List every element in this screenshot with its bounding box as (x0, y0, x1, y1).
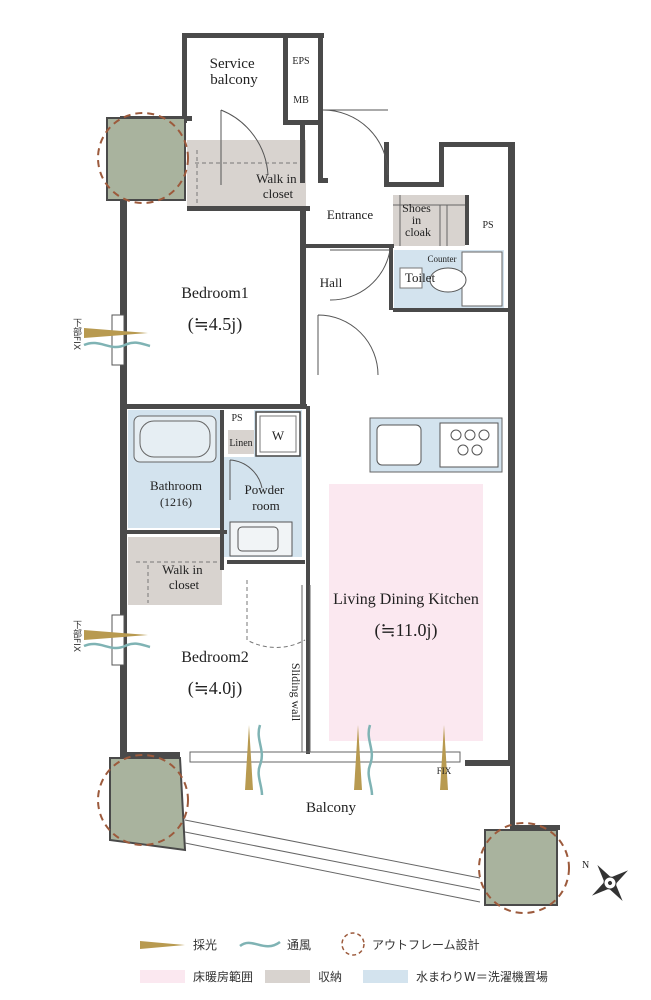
walk-in-closet-2-area (128, 537, 222, 605)
light-icon-bottom-3 (440, 725, 448, 790)
light-icon-left-2 (84, 630, 148, 640)
ldk-size: (≒11.0j) (375, 620, 438, 641)
sliding-wall-label: Sliding wall (289, 663, 303, 722)
legend-storage-label: 収納 (318, 970, 342, 984)
bedroom2-label: Bedroom2 (181, 649, 249, 666)
outframe-circle-1 (97, 112, 189, 204)
legend-water-label: 水まわりW＝洗濯機置場 (416, 969, 548, 984)
linen-area (228, 430, 254, 454)
bedroom1-label: Bedroom1 (181, 285, 249, 302)
column-bottom-left (109, 757, 187, 852)
legend-light-icon (140, 941, 185, 949)
legend-wind-icon (239, 940, 281, 948)
north-compass-icon (591, 864, 629, 902)
legend-wind-label: 通風 (287, 938, 311, 952)
ldk-label: Living Dining Kitchen (333, 591, 479, 608)
side-fix-label-2: 下部FIX (71, 620, 82, 652)
counter-label: Counter (428, 254, 457, 264)
washer-label: W (272, 428, 285, 443)
legend-light-label: 採光 (193, 938, 217, 952)
legend-storage-swatch (265, 970, 310, 983)
bedroom1-size: (≒4.5j) (188, 314, 243, 335)
shoes-in-cloak-area (393, 195, 465, 246)
light-icon-left-1 (84, 328, 148, 338)
walk-in-closet-1-area (187, 140, 306, 206)
light-icon-bottom-1 (245, 725, 253, 790)
toilet-label: Toilet (405, 270, 436, 285)
linen-label: Linen (229, 438, 252, 449)
light-icon-bottom-2 (354, 725, 362, 790)
bedroom2-size: (≒4.0j) (188, 678, 243, 699)
legend-water-swatch (363, 970, 408, 983)
bathroom-label: Bathroom (150, 478, 202, 493)
wind-icon-left-1 (83, 341, 151, 349)
entrance-label: Entrance (327, 207, 373, 222)
walk-in-closet-1-label: Walk in closet (256, 171, 300, 201)
wind-icon-bottom-2 (367, 724, 374, 796)
fix-label: FIX (437, 766, 452, 776)
wind-icon-left-2 (83, 642, 151, 650)
svg-text:N: N (582, 860, 589, 871)
column-bottom-right (484, 829, 558, 906)
outframe-circle-3 (478, 822, 570, 914)
service-balcony-label: Service balcony (210, 56, 259, 88)
walk-in-closet-2-label: Walk in closet (162, 562, 206, 592)
shoes-in-cloak-label: Shoes in cloak (402, 201, 434, 239)
toilet-bowl (429, 267, 467, 293)
powder-room-label: Powder room (245, 482, 288, 513)
legend-outframe-icon (341, 932, 365, 956)
mb-label: MB (293, 95, 309, 106)
outframe-circle-2 (97, 754, 189, 846)
legend-outframe-label: アウトフレーム設計 (372, 937, 480, 952)
ps-top-label: PS (482, 220, 493, 231)
legend-floor-heating-label: 床暖房範囲 (193, 969, 253, 984)
wind-icon-bottom-1 (257, 724, 264, 796)
eps-label: EPS (292, 56, 309, 67)
ps-mid-label: PS (231, 413, 242, 424)
stove-burners (450, 429, 490, 456)
floor-heating-area (329, 484, 483, 741)
bathroom-size: (1216) (160, 495, 192, 509)
column-top-left (106, 117, 186, 201)
balcony-label: Balcony (306, 800, 356, 816)
hall-label: Hall (320, 275, 343, 290)
legend: 採光 通風 アウトフレーム設計 床暖房範囲 収納 水まわりW＝洗濯機置場 (140, 932, 548, 984)
legend-floor-heating-swatch (140, 970, 185, 983)
bathtub (133, 415, 217, 463)
side-fix-label-1: 下部FIX (71, 318, 82, 350)
washer (255, 411, 301, 457)
